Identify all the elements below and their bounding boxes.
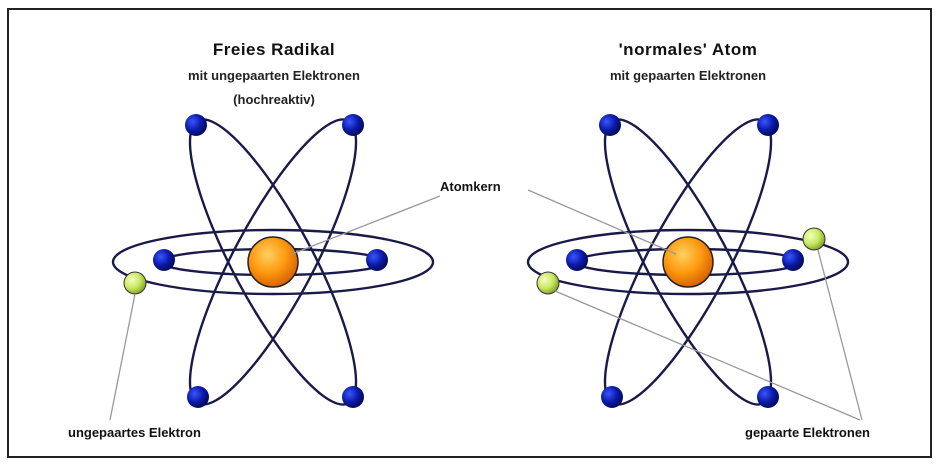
right-nucleus	[662, 236, 714, 288]
leader-unpaired-electron	[109, 293, 136, 421]
label-paired-electrons: gepaarte Elektronen	[745, 425, 870, 440]
label-atomkern: Atomkern	[440, 179, 501, 194]
right-atom: 'normales' Atom mit gepaarten Elektronen…	[526, 40, 870, 440]
right-orbit-horizontal-outer	[526, 228, 850, 296]
leader-paired-electron-right	[817, 249, 863, 421]
left-orbit-horizontal-outer	[111, 228, 435, 296]
left-unpaired-electron	[123, 271, 147, 295]
right-title: 'normales' Atom	[619, 40, 758, 59]
left-nucleus	[247, 236, 299, 288]
right-paired-electron-right	[802, 227, 826, 251]
left-title: Freies Radikal	[213, 40, 335, 59]
nucleus-callout: Atomkern	[291, 179, 677, 255]
leader-paired-electron-left	[554, 290, 861, 421]
right-electron-inner-left	[566, 249, 588, 271]
leader-atomkern-right	[527, 189, 677, 255]
left-subtitle-line2: (hochreaktiv)	[233, 92, 315, 107]
left-electron-top-left	[185, 114, 207, 136]
left-electron-inner-right	[366, 249, 388, 271]
left-electron-top-right	[342, 114, 364, 136]
right-subtitle-line1: mit gepaarten Elektronen	[610, 68, 766, 83]
left-atom: Freies Radikal mit ungepaarten Elektrone…	[68, 40, 435, 440]
left-electron-bottom-right	[342, 386, 364, 408]
right-electron-bottom-left	[601, 386, 623, 408]
right-electron-top-right	[757, 114, 779, 136]
diagram-frame	[7, 8, 932, 458]
leader-atomkern-left	[291, 195, 441, 255]
right-paired-electron-left	[536, 271, 560, 295]
left-electron-inner-left	[153, 249, 175, 271]
label-unpaired-electron: ungepaartes Elektron	[68, 425, 201, 440]
right-electron-inner-right	[782, 249, 804, 271]
right-electron-top-left	[599, 114, 621, 136]
right-electron-bottom-right	[757, 386, 779, 408]
left-electron-bottom-left	[187, 386, 209, 408]
left-subtitle-line1: mit ungepaarten Elektronen	[188, 68, 360, 83]
